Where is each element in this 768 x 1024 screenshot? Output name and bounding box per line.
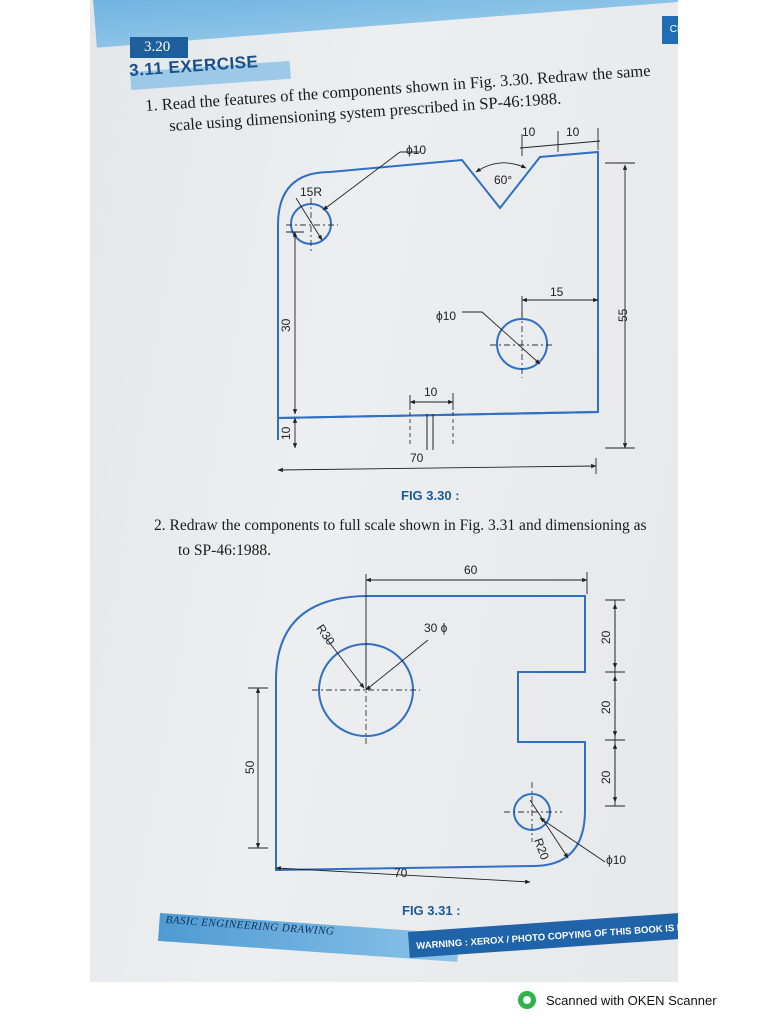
dim-d10: ϕ10: [606, 853, 626, 867]
oken-scanner-icon: [518, 991, 536, 1009]
dim-height-10: 10: [279, 426, 293, 440]
dim-height-55: 55: [616, 308, 630, 322]
dim-height-50: 50: [243, 760, 257, 774]
dim-r30: R30: [314, 622, 338, 648]
dim-offset-15: 15: [550, 285, 564, 299]
fig-3-30-caption: FIG 3.30 :: [401, 488, 460, 503]
dim-top-10a: 10: [522, 125, 536, 139]
dim-width-60: 60: [464, 563, 478, 577]
dim-center-hole-dia: ϕ10: [436, 309, 456, 323]
dim-h20-a: 20: [599, 630, 613, 644]
dim-slot-10: 10: [424, 385, 438, 399]
fig-3-31-dimension-lines: [248, 572, 625, 884]
dim-r20: R20: [531, 836, 552, 862]
technical-drawings: ϕ10 15R 60° 10 10 ϕ10 15 10 70 55 30 10 …: [243, 125, 635, 884]
fig-3-31-labels: 60 R30 30 ϕ 20 20 20 50 R20 ϕ10 70: [243, 563, 626, 880]
dim-corner-radius: 15R: [300, 185, 322, 199]
dim-h20-c: 20: [599, 770, 613, 784]
question-2-line-1: 2. Redraw the components to full scale s…: [154, 517, 647, 534]
dim-top-hole-dia: ϕ10: [406, 143, 426, 157]
fig-3-30-dimension-lines: [277, 128, 635, 474]
book-page: CH 3.20 3.11 EXERCISE 1. Read the featur…: [90, 0, 678, 982]
scanner-watermark: Scanned with OKEN Scanner: [518, 991, 717, 1009]
left-margin: [0, 0, 90, 982]
fig-3-31-caption: FIG 3.31 :: [402, 903, 461, 918]
fig-3-30-labels: ϕ10 15R 60° 10 10 ϕ10 15 10 70 55 30 10: [279, 125, 630, 465]
scanner-bar: [0, 982, 768, 1024]
dim-h20-b: 20: [599, 700, 613, 714]
fig-3-30-centerlines: [286, 198, 554, 378]
dim-top-10b: 10: [566, 125, 580, 139]
dim-v-angle: 60°: [494, 173, 512, 187]
question-2-line-2: to SP-46:1988.: [178, 542, 272, 559]
fig-3-30-slot-hidden: [409, 412, 454, 446]
chapter-tab: CH: [662, 16, 678, 44]
right-margin: [678, 0, 768, 982]
dim-width-70-b: 70: [394, 866, 408, 880]
fig-3-30-slot: [426, 414, 434, 450]
dim-height-30: 30: [279, 318, 293, 332]
dim-d30: 30 ϕ: [424, 621, 448, 635]
scanner-text: Scanned with OKEN Scanner: [546, 992, 717, 1008]
page-number: 3.20: [130, 37, 188, 58]
dim-width-70: 70: [410, 451, 424, 465]
